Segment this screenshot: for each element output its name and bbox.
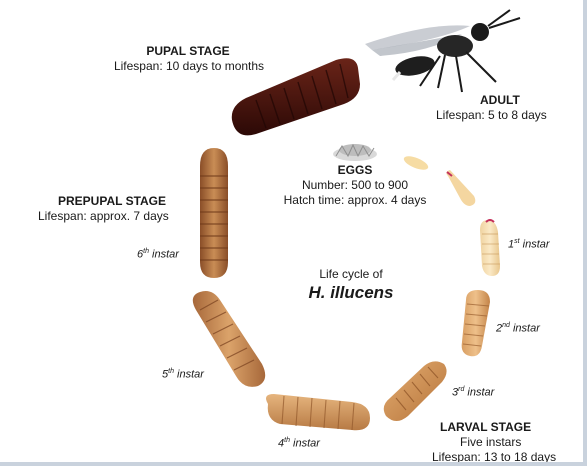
third-instar-larva-illustration [384,361,447,421]
prepupal-stage-lifespan: Lifespan: approx. 7 days [38,209,169,223]
pupal-stage-lifespan: Lifespan: 10 days to months [96,59,282,73]
eggs-illustration [333,144,377,161]
pupal-stage-title: PUPAL STAGE [118,44,258,58]
larval-stage-instars: Five instars [460,435,521,449]
prepupal-stage-title: PREPUPAL STAGE [58,194,166,208]
instar-label-2: 2nd instar [496,322,540,335]
eggs-hatch-time: Hatch time: approx. 4 days [262,193,448,207]
instar-label-6: 6th instar [137,248,179,261]
second-instar-larva-illustration [462,290,490,356]
eggs-number: Number: 500 to 900 [270,178,440,192]
frame-edge-bottom [0,462,587,466]
first-instar-larva-illustration [480,220,500,276]
fourth-instar-larva-illustration [266,394,370,430]
frame-edge-right [583,0,587,466]
prepupa-illustration [200,148,228,278]
adult-stage-title: ADULT [480,93,520,107]
instar-label-1: 1st instar [508,238,550,251]
instar-label-3: 3rd instar [452,386,494,399]
center-caption-line1: Life cycle of [286,267,416,281]
instar-label-4: 4th instar [278,437,320,450]
eggs-title: EGGS [300,163,410,177]
larval-stage-title: LARVAL STAGE [440,420,531,434]
species-name: H. illucens [286,283,416,303]
instar-label-5: 5th instar [162,368,204,381]
adult-stage-lifespan: Lifespan: 5 to 8 days [436,108,547,122]
adult-fly-illustration [365,10,520,92]
center-caption: Life cycle of H. illucens [286,267,416,303]
